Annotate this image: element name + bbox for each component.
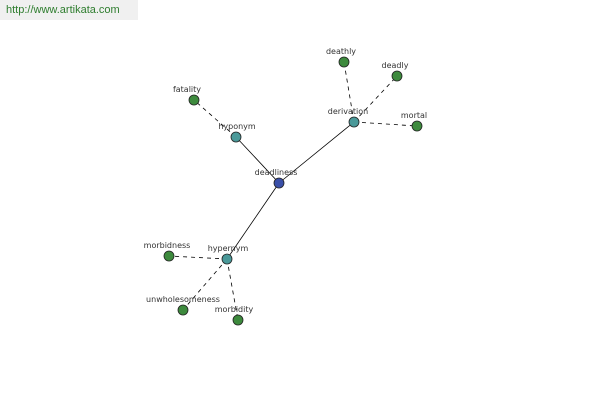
node-mortal[interactable] (411, 120, 423, 132)
edge-derivation-mortal (353, 121, 418, 127)
node-label-morbidity: morbidity (215, 305, 254, 314)
edge-hypernym-morbidness (168, 255, 228, 260)
node-deathly[interactable] (338, 56, 350, 68)
node-label-hypernym: hypernym (208, 244, 249, 253)
node-label-fatality: fatality (173, 85, 201, 94)
node-hyponym[interactable] (230, 131, 242, 143)
node-morbidness[interactable] (163, 250, 175, 262)
node-fatality[interactable] (188, 94, 200, 106)
edge-deadliness-derivation (278, 121, 355, 184)
edge-deadliness-hyponym (235, 136, 280, 184)
graph-nodes: deadliness hyponym derivation hypernym f… (144, 47, 427, 326)
edge-derivation-deadly (353, 75, 398, 123)
node-derivation[interactable] (348, 116, 360, 128)
node-hypernym[interactable] (221, 253, 233, 265)
edge-hypernym-unwholesomeness (182, 258, 228, 311)
node-label-morbidness: morbidness (144, 241, 191, 250)
node-label-deathly: deathly (326, 47, 356, 56)
edge-hyponym-fatality (193, 99, 237, 138)
node-morbidity[interactable] (232, 314, 244, 326)
graph-edges (168, 61, 418, 321)
site-url-watermark: http://www.artikata.com (0, 0, 138, 20)
edge-hypernym-morbidity (226, 258, 239, 321)
edge-derivation-deathly (343, 61, 355, 123)
node-deadliness[interactable] (273, 177, 285, 189)
node-label-hyponym: hyponym (218, 122, 256, 131)
node-label-deadliness: deadliness (255, 168, 298, 177)
node-unwholesomeness[interactable] (177, 304, 189, 316)
edge-deadliness-hypernym (226, 182, 280, 260)
node-label-unwholesomeness: unwholesomeness (146, 295, 220, 304)
node-label-derivation: derivation (328, 107, 368, 116)
node-label-mortal: mortal (401, 111, 427, 120)
node-deadly[interactable] (391, 70, 403, 82)
node-label-deadly: deadly (382, 61, 409, 70)
